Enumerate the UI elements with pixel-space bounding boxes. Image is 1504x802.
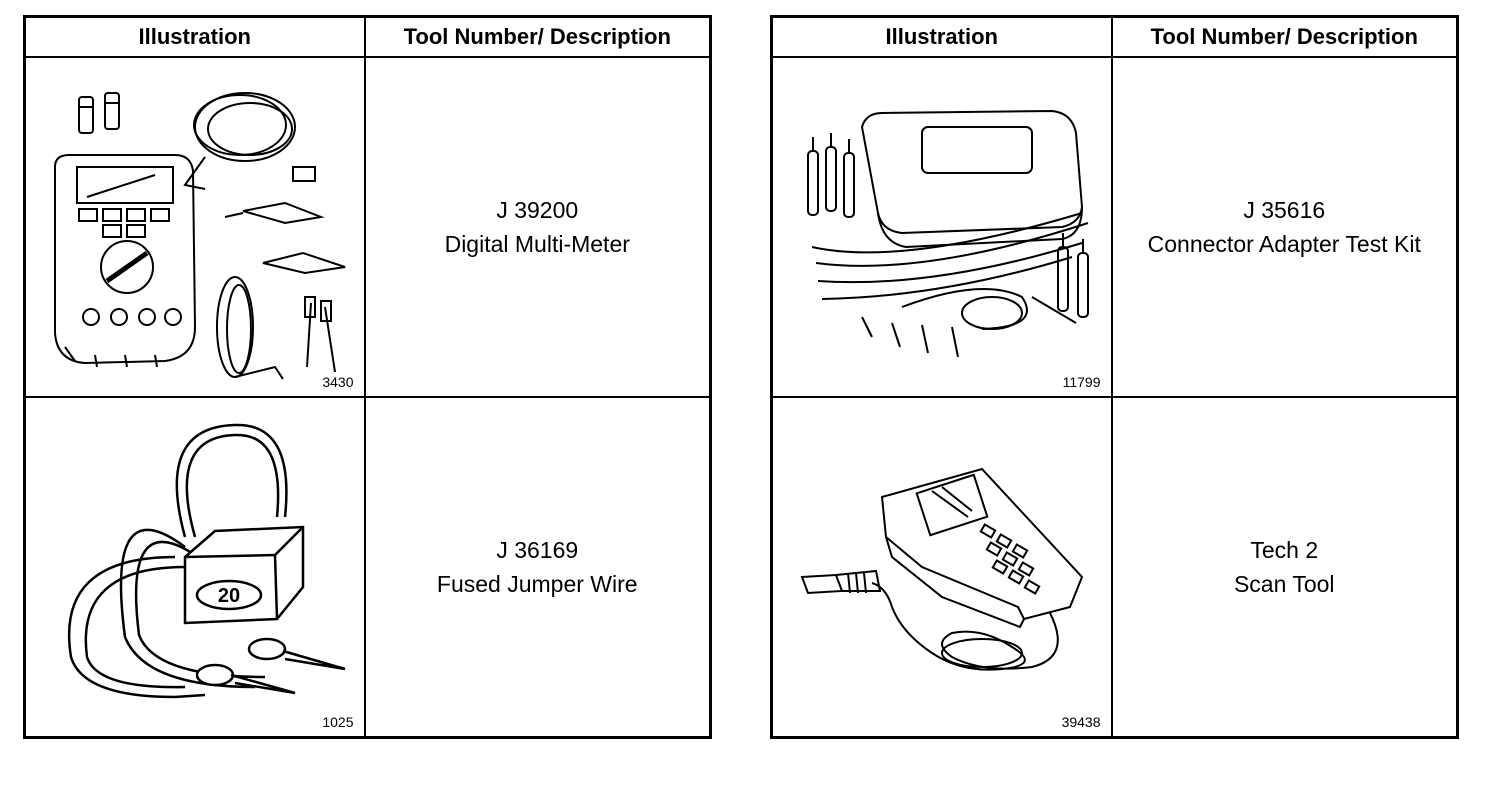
figure-number: 11799 (1062, 374, 1101, 390)
tool-table-right: Illustration Tool Number/ Description (770, 15, 1459, 739)
fuse-label: 20 (218, 585, 240, 607)
table-row: 20 1025 J 36169 Fused Jumper Wire (23, 396, 712, 739)
tool-description: Digital Multi-Meter (444, 231, 630, 257)
figure-number: 3430 (322, 374, 354, 390)
table-row: 3430 J 39200 Digital Multi-Meter (23, 56, 712, 398)
table-header-row: Illustration Tool Number/ Description (23, 15, 712, 58)
tool-number: J 36169 (496, 537, 579, 563)
connector-kit-icon (806, 109, 1089, 358)
description-cell: J 39200 Digital Multi-Meter (363, 56, 712, 398)
illustration-header: Illustration (23, 15, 366, 58)
multimeter-icon (53, 92, 346, 380)
illustration-cell: 3430 (23, 56, 366, 398)
illustration-header: Illustration (770, 15, 1113, 58)
figure-number: 1025 (322, 714, 354, 730)
tool-number: J 39200 (496, 197, 579, 223)
description-header: Tool Number/ Description (363, 15, 712, 58)
illustration-cell: 39438 (770, 396, 1113, 739)
tool-description: Connector Adapter Test Kit (1147, 231, 1421, 257)
scan-tool-icon (800, 467, 1083, 671)
figure-number: 39438 (1061, 714, 1101, 730)
tool-description: Scan Tool (1233, 571, 1335, 597)
jumper-wire-icon: 20 (67, 423, 346, 699)
tool-table-left: Illustration Tool Number/ Description (23, 15, 712, 739)
description-cell: J 36169 Fused Jumper Wire (363, 396, 712, 739)
tool-description: Fused Jumper Wire (436, 571, 638, 597)
table-row: 39438 Tech 2 Scan Tool (770, 396, 1459, 739)
illustration-cell: 20 1025 (23, 396, 366, 739)
tool-number: Tech 2 (1250, 537, 1319, 563)
table-header-row: Illustration Tool Number/ Description (770, 15, 1459, 58)
illustration-cell: 11799 (770, 56, 1113, 398)
tool-number: J 35616 (1243, 197, 1326, 223)
description-cell: J 35616 Connector Adapter Test Kit (1110, 56, 1459, 398)
table-row: 11799 J 35616 Connector Adapter Test Kit (770, 56, 1459, 398)
description-cell: Tech 2 Scan Tool (1110, 396, 1459, 739)
description-header: Tool Number/ Description (1110, 15, 1459, 58)
